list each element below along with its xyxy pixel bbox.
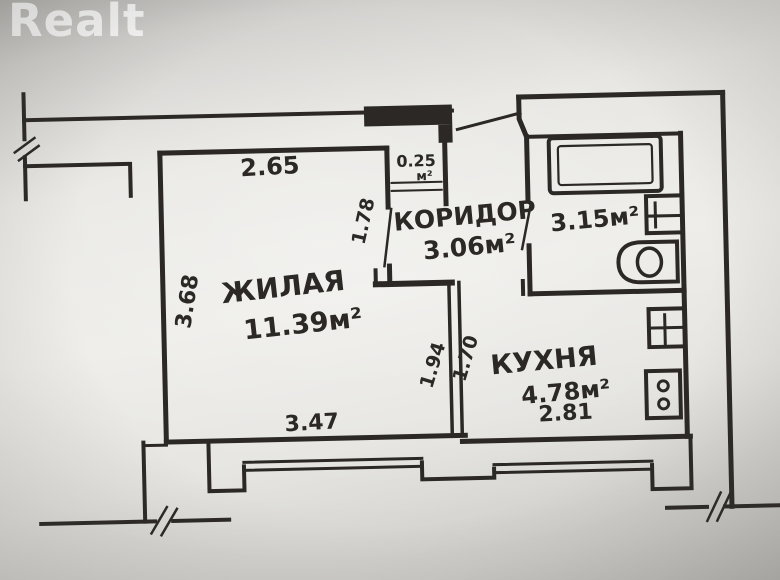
walls xyxy=(22,89,735,509)
area-corridor-label: 3.06м² xyxy=(422,228,517,265)
wall-break-icon xyxy=(13,136,41,163)
party-walls xyxy=(13,92,780,537)
bathroom-door-icon xyxy=(520,201,533,251)
toilet-icon xyxy=(616,239,680,285)
room-corridor-label: КОРИДОР xyxy=(392,195,537,237)
dim-kitchen-bottom: 2.81 xyxy=(538,400,594,428)
area-living-label: 11.39м² xyxy=(242,303,364,347)
room-living-label: ЖИЛАЯ xyxy=(220,264,347,310)
dim-corridor-entry: 1.78 xyxy=(348,196,380,247)
room-kitchen-label: КУХНЯ xyxy=(489,341,598,382)
living-door-icon xyxy=(383,207,393,268)
dim-living-bottom: 3.47 xyxy=(284,409,340,437)
dim-living-top: 2.65 xyxy=(240,151,301,182)
stove-icon xyxy=(643,368,684,421)
living-window-icon xyxy=(242,456,424,472)
dim-partition-kitchen-side: 1.70 xyxy=(449,333,484,384)
kitchen-window-icon xyxy=(492,459,654,475)
closet-shelf xyxy=(390,180,443,192)
bathtub-icon xyxy=(546,133,664,196)
closet-area-label: 0.25 xyxy=(396,151,436,171)
closet-unit-label: м² xyxy=(416,169,433,184)
realt-logo: Realt xyxy=(8,0,146,47)
entrance-door-icon xyxy=(455,111,522,132)
wall-break-icon xyxy=(149,505,179,537)
windows xyxy=(206,434,694,494)
kitchen-sink-icon xyxy=(646,306,688,350)
dim-partition-living-side: 1.94 xyxy=(416,340,451,391)
area-bathroom-label: 3.15м² xyxy=(549,201,641,237)
wall-break-icon xyxy=(705,490,733,523)
washbasin-icon xyxy=(643,193,685,236)
doors xyxy=(383,111,533,268)
dim-living-left: 3.68 xyxy=(171,273,204,330)
